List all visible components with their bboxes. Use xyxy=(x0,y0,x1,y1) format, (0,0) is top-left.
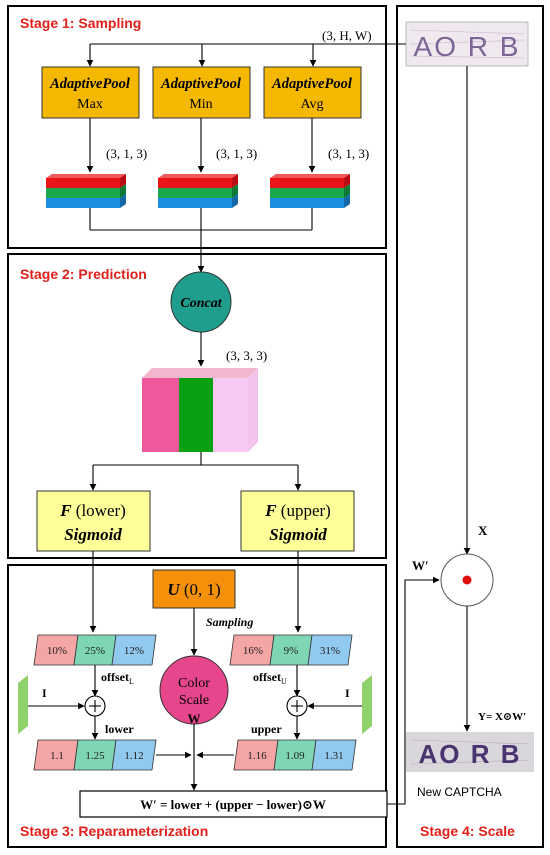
formula-text: W′ = lower + (upper − lower)⊙W xyxy=(140,797,326,812)
offset-upper-green: 9% xyxy=(284,645,299,657)
f-upper-title: F (upper) xyxy=(264,501,331,520)
input-captcha-image: AO R B xyxy=(405,21,529,67)
f-lower-box: F (lower) Sigmoid xyxy=(36,490,151,552)
w-prime-line xyxy=(387,576,440,805)
offset-lower-label: offsetL xyxy=(101,670,134,686)
offset-lower-green: 25% xyxy=(85,645,105,657)
pool-min-shape: (3, 1, 3) xyxy=(216,146,257,161)
f-lower-title: F (lower) xyxy=(59,501,126,520)
pool-avg-type: Avg xyxy=(300,97,323,112)
color-scale-line2: Scale xyxy=(179,693,209,708)
pool-max-box: AdaptivePool Max xyxy=(41,66,140,119)
stage1-frame xyxy=(7,5,387,249)
identity-right-label: I xyxy=(345,686,350,700)
pool-avg-shape: (3, 1, 3) xyxy=(328,146,369,161)
lower-red: 1.1 xyxy=(50,750,64,762)
identity-bar-left xyxy=(18,675,28,734)
pool-max-shape: (3, 1, 3) xyxy=(106,146,147,161)
identity-left-label: I xyxy=(42,686,47,700)
stage2-title: Stage 2: Prediction xyxy=(20,266,147,282)
f-upper-activation: Sigmoid xyxy=(269,525,327,544)
color-scale-node: Color Scale W xyxy=(159,655,229,726)
offset-lower-cells: 10% 25% 12% xyxy=(33,634,157,666)
input-shape-label: (3, H, W) xyxy=(322,28,372,43)
concat-shape: (3, 3, 3) xyxy=(226,348,267,363)
lower-green: 1.25 xyxy=(85,750,105,762)
stage4-frame xyxy=(396,5,544,848)
pool-avg-box: AdaptivePool Avg xyxy=(263,66,362,119)
upper-green: 1.09 xyxy=(285,750,305,762)
new-captcha-label: New CAPTCHA xyxy=(417,785,502,799)
color-scale-line1: Color xyxy=(178,676,210,691)
stage3-frame xyxy=(7,564,387,848)
offset-upper-red: 16% xyxy=(243,645,263,657)
pool-avg-name: AdaptivePool xyxy=(271,76,352,92)
concat-tensor-block xyxy=(142,368,258,452)
input-captcha-text: AO R B xyxy=(414,31,521,62)
offset-upper-cells: 16% 9% 31% xyxy=(229,634,353,666)
upper-cells: 1.16 1.09 1.31 xyxy=(233,739,357,771)
stage1-title: Stage 1: Sampling xyxy=(20,15,141,31)
tensor-max xyxy=(46,174,126,208)
uniform-label: U (0, 1) xyxy=(167,580,220,599)
upper-blue: 1.31 xyxy=(324,750,343,762)
offset-upper-label: offsetU xyxy=(253,670,287,686)
offset-lower-blue: 12% xyxy=(124,645,144,657)
formula-box xyxy=(79,790,388,818)
offset-upper-blue: 31% xyxy=(320,645,340,657)
tensor-avg xyxy=(270,174,350,208)
concat-label: Concat xyxy=(180,296,222,311)
f-upper-box: F (upper) Sigmoid xyxy=(240,490,355,552)
y-formula: Y= X⊙W′ xyxy=(478,711,526,723)
stage2-frame xyxy=(7,253,387,559)
pool-max-type: Max xyxy=(77,97,103,112)
sampling-label: Sampling xyxy=(206,615,253,629)
w-prime-label: W′ xyxy=(412,558,429,573)
uniform-box: U (0, 1) xyxy=(152,569,236,609)
pool-max-name: AdaptivePool xyxy=(49,76,130,92)
upper-red: 1.16 xyxy=(247,750,267,762)
pool-min-name: AdaptivePool xyxy=(160,76,241,92)
stage3-title: Stage 3: Reparameterization xyxy=(20,823,208,839)
plus-node-lower xyxy=(84,695,106,717)
f-lower-activation: Sigmoid xyxy=(64,525,122,544)
lower-cells: 1.1 1.25 1.12 xyxy=(33,739,157,771)
offset-lower-red: 10% xyxy=(47,645,67,657)
upper-label: upper xyxy=(251,722,282,736)
pool-min-box: AdaptivePool Min xyxy=(152,66,251,119)
x-label: X xyxy=(478,523,488,538)
output-captcha-text: AO R B xyxy=(419,739,522,769)
lower-label: lower xyxy=(105,722,134,736)
tensor-min xyxy=(158,174,238,208)
color-scale-w: W xyxy=(188,711,201,726)
pool-min-type: Min xyxy=(189,97,212,112)
plus-node-upper xyxy=(286,695,308,717)
identity-bar-right xyxy=(362,675,372,734)
stage4-title: Stage 4: Scale xyxy=(420,823,515,839)
lower-blue: 1.12 xyxy=(124,750,143,762)
hadamard-node xyxy=(440,553,494,607)
output-captcha-image: AO R B xyxy=(406,732,534,772)
